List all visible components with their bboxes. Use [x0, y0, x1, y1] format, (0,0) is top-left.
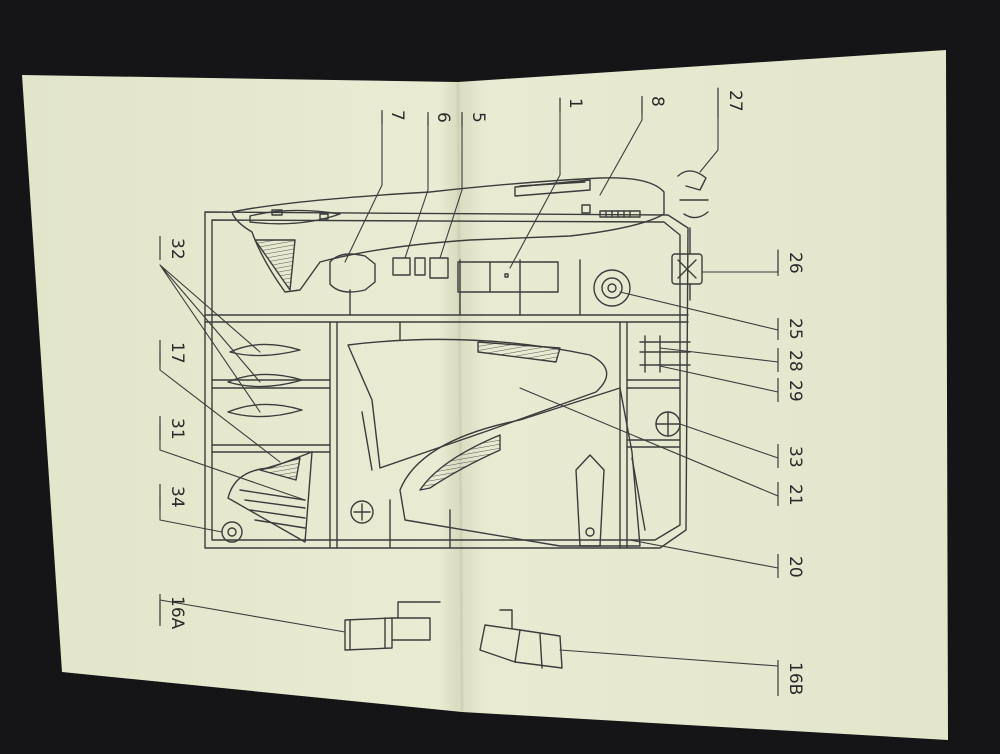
label-32: 32 [167, 238, 187, 260]
part-5 [429, 257, 449, 279]
label-29: 29 [785, 380, 805, 402]
part-33 [655, 411, 681, 437]
part-21-wing [347, 338, 608, 471]
fold-line [456, 81, 464, 713]
label-16a: 16A [167, 596, 187, 630]
part-27 [677, 170, 709, 219]
part-labels: 27 8 1 5 6 7 26 25 28 29 33 21 20 16B 16… [167, 90, 805, 695]
part-16b [479, 609, 563, 669]
part-17-31 [227, 451, 374, 543]
part-8-fuselage [231, 177, 665, 293]
label-16b: 16B [785, 662, 805, 695]
sprue-frame [204, 211, 689, 549]
paper-sheet [22, 50, 948, 740]
part-1 [457, 261, 559, 293]
label-20: 20 [785, 556, 805, 578]
label-7: 7 [387, 110, 407, 121]
label-25: 25 [785, 318, 805, 340]
label-17: 17 [167, 342, 187, 364]
label-8: 8 [647, 96, 667, 107]
part-6 [392, 257, 426, 276]
label-21: 21 [785, 484, 805, 506]
label-34: 34 [167, 486, 187, 508]
part-16a [344, 601, 441, 651]
label-31: 31 [167, 418, 187, 440]
label-27: 27 [725, 90, 745, 112]
label-5: 5 [468, 112, 488, 123]
part-32-group [227, 343, 303, 418]
part-26 [671, 227, 703, 301]
label-underlines [159, 88, 779, 696]
label-28: 28 [785, 350, 805, 372]
part-20-wing [399, 387, 646, 547]
label-26: 26 [785, 252, 805, 274]
part-25-wheel [593, 269, 631, 307]
label-6: 6 [433, 112, 453, 123]
label-1: 1 [565, 98, 585, 109]
label-33: 33 [785, 446, 805, 468]
part-7 [329, 253, 376, 293]
